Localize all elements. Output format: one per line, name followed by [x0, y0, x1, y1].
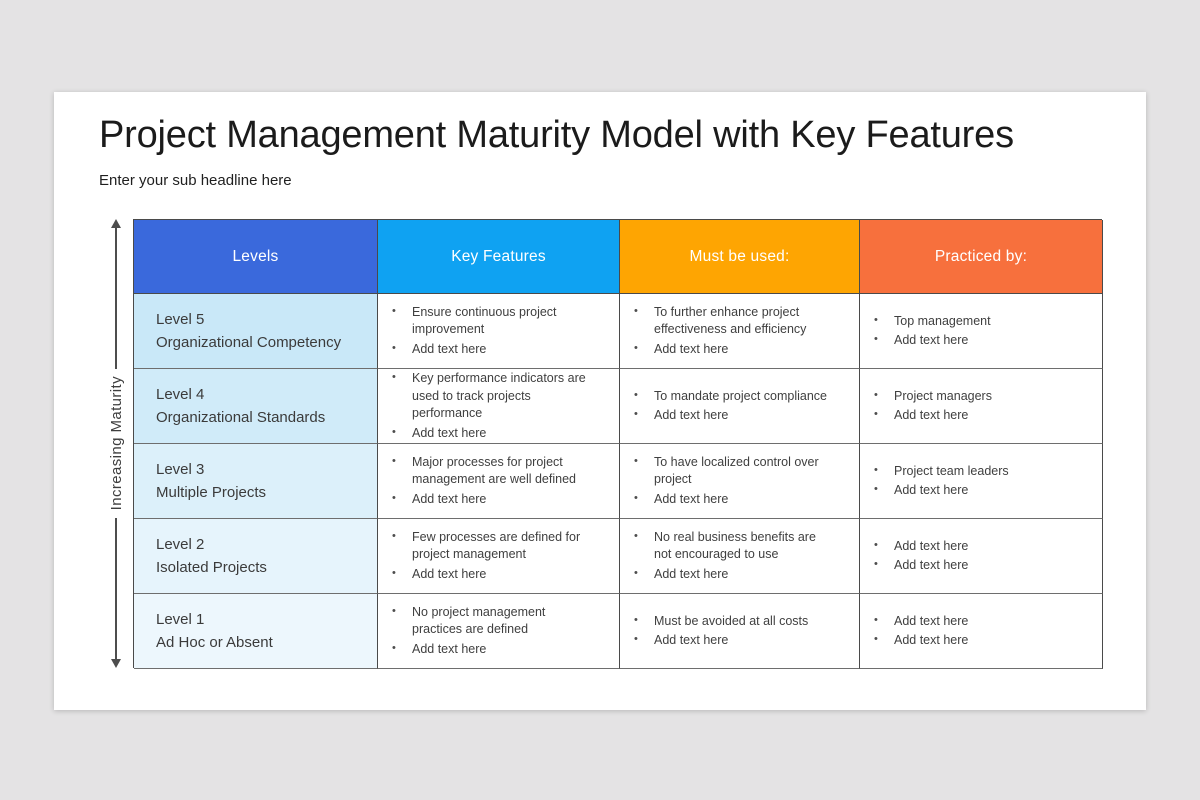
list-item: Add text here: [378, 425, 605, 443]
list-item: Project managers: [860, 388, 1088, 406]
page-subtitle: Enter your sub headline here: [99, 172, 292, 189]
list-item: Add text here: [378, 566, 605, 584]
key-features-cell-3: Major processes for project management a…: [378, 444, 620, 519]
bullet-list: Project team leaders Add text here: [860, 461, 1088, 501]
bullet-list: Project managers Add text here: [860, 386, 1088, 426]
list-item: Project team leaders: [860, 463, 1088, 481]
list-item: To further enhance project effectiveness…: [620, 304, 845, 340]
list-item: Add text here: [620, 566, 845, 584]
level-cell-1: Level 1 Ad Hoc or Absent: [134, 594, 378, 669]
bullet-list: Key performance indicators are used to t…: [378, 368, 605, 444]
list-item: No real business benefits are not encour…: [620, 529, 845, 565]
level-number: Level 5: [156, 310, 205, 328]
bullet-list: Ensure continuous project improvement Ad…: [378, 302, 605, 360]
header-levels: Levels: [134, 220, 378, 294]
practiced-by-cell-5: Top management Add text here: [860, 294, 1103, 369]
list-item: Add text here: [620, 407, 845, 425]
level-cell-3: Level 3 Multiple Projects: [134, 444, 378, 519]
list-item: Add text here: [620, 491, 845, 509]
list-item: To have localized control over project: [620, 454, 845, 490]
must-be-used-cell-4: To mandate project compliance Add text h…: [620, 369, 860, 444]
bullet-list: Top management Add text here: [860, 311, 1088, 351]
list-item: Add text here: [860, 632, 1088, 650]
list-item: Must be avoided at all costs: [620, 613, 845, 631]
bullet-list: Few processes are defined for project ma…: [378, 527, 605, 585]
bullet-list: Add text here Add text here: [860, 536, 1088, 576]
page-title: Project Management Maturity Model with K…: [99, 114, 1014, 156]
list-item: Major processes for project management a…: [378, 454, 605, 490]
bullet-list: No real business benefits are not encour…: [620, 527, 845, 585]
level-cell-4: Level 4 Organizational Standards: [134, 369, 378, 444]
level-name: Organizational Competency: [156, 334, 342, 351]
list-item: Few processes are defined for project ma…: [378, 529, 605, 565]
level-number: Level 1: [156, 610, 205, 628]
level-cell-5: Level 5 Organizational Competency: [134, 294, 378, 369]
list-item: Add text here: [620, 341, 845, 359]
bullet-list: To further enhance project effectiveness…: [620, 302, 845, 360]
practiced-by-cell-3: Project team leaders Add text here: [860, 444, 1103, 519]
level-cell-2: Level 2 Isolated Projects: [134, 519, 378, 594]
level-number: Level 2: [156, 535, 205, 553]
list-item: Add text here: [620, 632, 845, 650]
list-item: To mandate project compliance: [620, 388, 845, 406]
arrow-up-icon: [111, 219, 121, 228]
bullet-list: Major processes for project management a…: [378, 452, 605, 510]
list-item: Add text here: [860, 332, 1088, 350]
list-item: No project management practices are defi…: [378, 604, 605, 640]
list-item: Add text here: [860, 613, 1088, 631]
bullet-list: To have localized control over project A…: [620, 452, 845, 510]
header-practiced-by: Practiced by:: [860, 220, 1103, 294]
list-item: Add text here: [860, 482, 1088, 500]
key-features-cell-2: Few processes are defined for project ma…: [378, 519, 620, 594]
practiced-by-cell-1: Add text here Add text here: [860, 594, 1103, 669]
bullet-list: Must be avoided at all costs Add text he…: [620, 611, 845, 651]
axis-line-top: [115, 228, 117, 370]
practiced-by-cell-4: Project managers Add text here: [860, 369, 1103, 444]
key-features-cell-4: Key performance indicators are used to t…: [378, 369, 620, 444]
list-item: Add text here: [378, 641, 605, 659]
list-item: Add text here: [378, 341, 605, 359]
level-number: Level 4: [156, 385, 205, 403]
bullet-list: Add text here Add text here: [860, 611, 1088, 651]
axis-line-bottom: [115, 517, 117, 660]
bullet-list: To mandate project compliance Add text h…: [620, 386, 845, 426]
list-item: Ensure continuous project improvement: [378, 304, 605, 340]
level-name: Multiple Projects: [156, 484, 267, 501]
key-features-cell-5: Ensure continuous project improvement Ad…: [378, 294, 620, 369]
header-key-features: Key Features: [378, 220, 620, 294]
must-be-used-cell-5: To further enhance project effectiveness…: [620, 294, 860, 369]
must-be-used-cell-3: To have localized control over project A…: [620, 444, 860, 519]
bullet-list: No project management practices are defi…: [378, 602, 605, 660]
list-item: Top management: [860, 313, 1088, 331]
maturity-axis: Increasing Maturity: [104, 219, 128, 669]
must-be-used-cell-2: No real business benefits are not encour…: [620, 519, 860, 594]
level-number: Level 3: [156, 460, 205, 478]
must-be-used-cell-1: Must be avoided at all costs Add text he…: [620, 594, 860, 669]
header-must-be-used: Must be used:: [620, 220, 860, 294]
level-name: Isolated Projects: [156, 559, 267, 576]
list-item: Key performance indicators are used to t…: [378, 370, 605, 423]
list-item: Add text here: [860, 538, 1088, 556]
practiced-by-cell-2: Add text here Add text here: [860, 519, 1103, 594]
maturity-table: Levels Key Features Must be used: Practi…: [133, 219, 1103, 669]
level-name: Organizational Standards: [156, 409, 326, 426]
axis-label: Increasing Maturity: [107, 376, 125, 511]
list-item: Add text here: [378, 491, 605, 509]
arrow-down-icon: [111, 659, 121, 669]
list-item: Add text here: [860, 557, 1088, 575]
level-name: Ad Hoc or Absent: [156, 634, 273, 651]
slide: Project Management Maturity Model with K…: [54, 92, 1146, 710]
list-item: Add text here: [860, 407, 1088, 425]
key-features-cell-1: No project management practices are defi…: [378, 594, 620, 669]
